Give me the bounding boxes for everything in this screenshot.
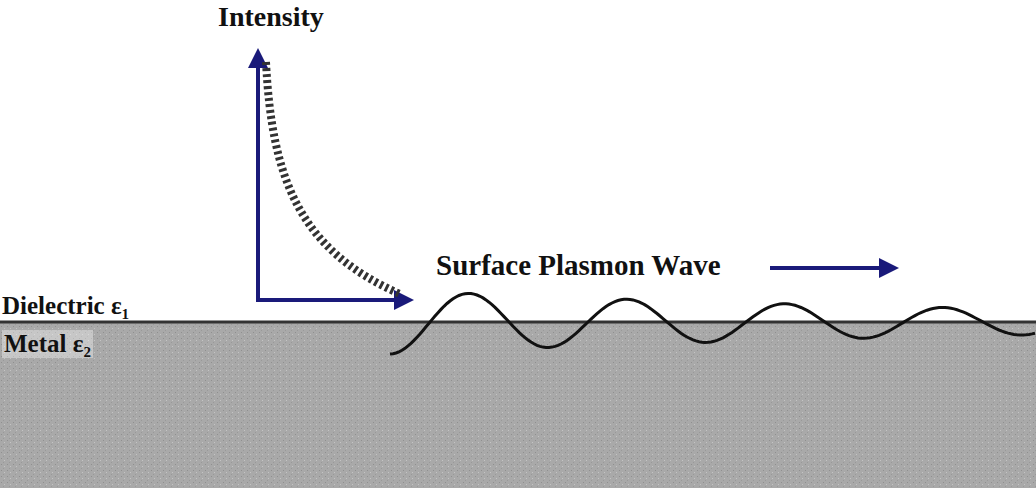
medium-label: Metal ε₂ bbox=[2, 330, 93, 358]
medium-label: Dielectric ε₁ bbox=[2, 292, 129, 320]
propagation-arrow bbox=[770, 266, 895, 270]
intensity-axis bbox=[256, 52, 260, 302]
metal-region bbox=[0, 322, 1036, 488]
distance-axis bbox=[256, 298, 410, 302]
wave-label: Surface Plasmon Wave bbox=[436, 250, 721, 282]
axis-label: Intensity bbox=[218, 2, 324, 33]
surface-wave bbox=[390, 293, 1035, 354]
decay-curve bbox=[266, 62, 400, 294]
interface-line bbox=[0, 321, 1036, 324]
